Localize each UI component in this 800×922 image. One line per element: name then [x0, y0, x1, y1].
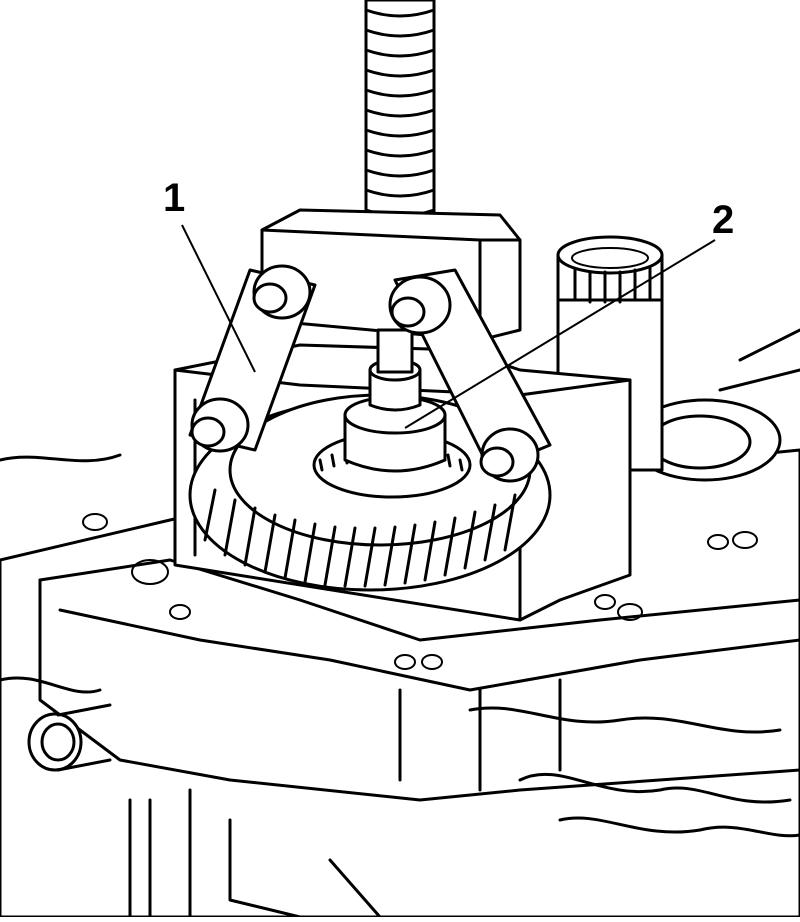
- callout-1-puller: 1: [163, 176, 186, 220]
- bearing-hub: [343, 328, 447, 473]
- puller-spindle: [364, 0, 436, 247]
- callout-2-bearing: 2: [712, 198, 735, 242]
- helical-gear: [188, 393, 552, 592]
- puller-bolts: [190, 264, 540, 483]
- leader-lines: [181, 224, 716, 429]
